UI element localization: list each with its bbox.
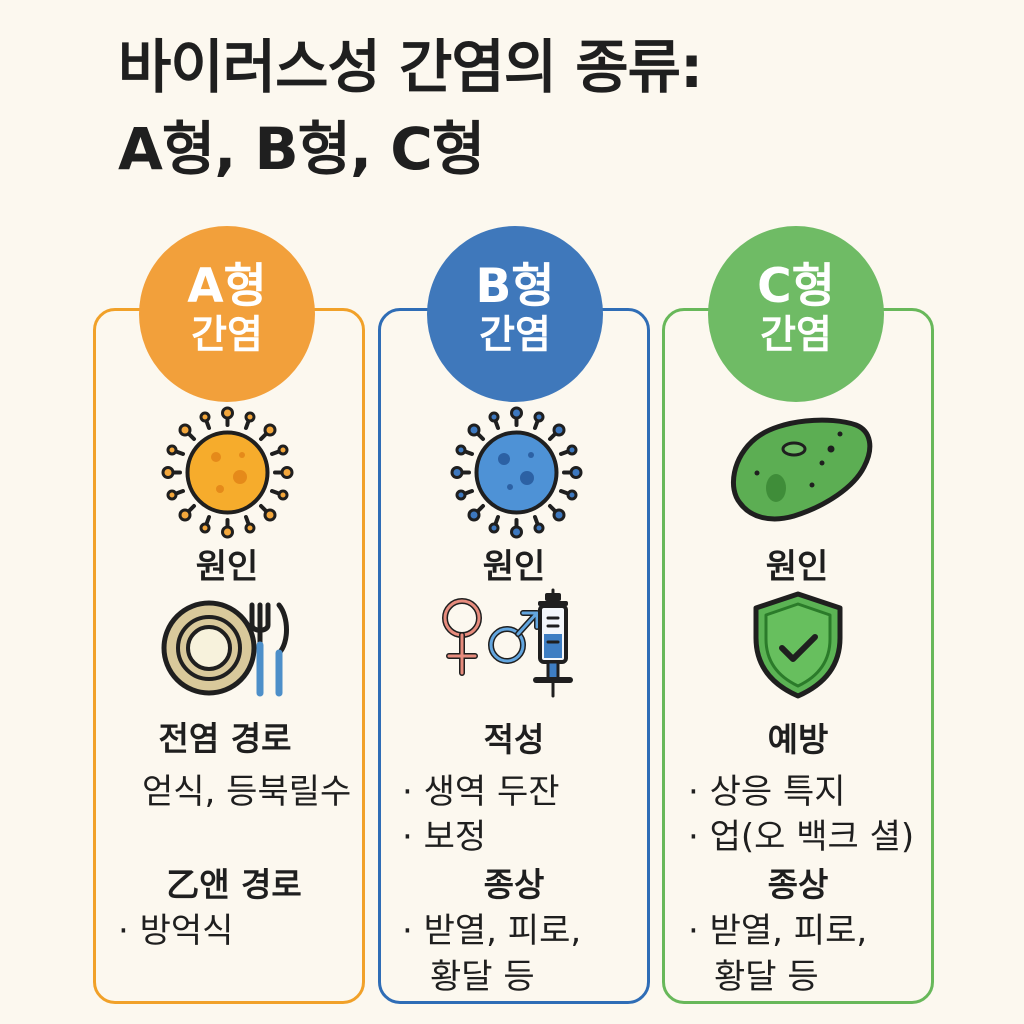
hepatitis-c-symptom-item-2: 황달 등 [714, 957, 819, 997]
germ-icon [731, 417, 873, 522]
bullet-mark: · [688, 817, 699, 857]
hepatitis-c-section-item-1-text: 상응 특지 [709, 772, 846, 812]
hepatitis-b-section-item-1: · 생역 두잔 [402, 764, 560, 813]
hepatitis-c-section-item-2-text: 업(오 백크 셜) [709, 817, 915, 857]
hepatitis-c-symptom-item-1: · 받열, 피로, [688, 903, 867, 952]
hepatitis-a-section-item-2-text: 방억식 [139, 911, 234, 951]
hepatitis-c-symptom-item-1-text: 받열, 피로, [709, 911, 868, 951]
hepatitis-c-section-title-2: 종상 [767, 865, 829, 904]
hepatitis-b-cause-label: 원인 [482, 547, 546, 587]
hepatitis-a-badge-line-2: 간염 [191, 313, 263, 358]
virus-icon [161, 406, 294, 539]
hepatitis-a-section-title-1: 전염 경로 [158, 719, 292, 758]
hepatitis-a-badge: A형 간염 [139, 226, 315, 402]
hepatitis-b-badge: B형 간염 [427, 226, 603, 402]
bullet-mark: · [118, 911, 129, 951]
shield-check-icon [753, 591, 843, 699]
hepatitis-c-section-item-1: · 상응 특지 [688, 764, 846, 813]
hepatitis-b-symptom-item-1: · 받열, 피로, [402, 903, 581, 952]
hepatitis-b-section-item-1-text: 생역 두잔 [423, 772, 560, 812]
hepatitis-b-symptom-item-2: 황달 등 [430, 957, 535, 997]
hepatitis-c-section-item-2: · 업(오 백크 셜) [688, 809, 914, 858]
hepatitis-b-section-item-2-text: 보정 [423, 817, 487, 857]
hepatitis-b-badge-line-2: 간염 [479, 313, 551, 358]
hepatitis-c-badge-line-1: C형 [757, 259, 835, 314]
hepatitis-c-badge-line-2: 간염 [760, 313, 832, 358]
hepatitis-a-badge-line-1: A형 [187, 259, 267, 314]
bullet-mark: · [402, 911, 413, 951]
bullet-mark: · [688, 911, 699, 951]
hepatitis-a-section-item-2: · 방억식 [118, 903, 233, 952]
hepatitis-c-badge: C형 간염 [708, 226, 884, 402]
hepatitis-b-symptom-item-1-text: 받열, 피로, [423, 911, 582, 951]
gender-syringe-icon [442, 588, 573, 698]
hepatitis-c-cause-label: 원인 [765, 547, 829, 587]
hepatitis-b-badge-line-1: B형 [475, 259, 555, 314]
page-title-line-1: 바이러스성 간염의 종류: [118, 33, 703, 101]
hepatitis-a-cause-label: 원인 [195, 547, 259, 587]
virus-icon [450, 406, 583, 539]
hepatitis-a-section-title-2: 乙앤 경로 [166, 865, 302, 904]
plate-fork-icon [161, 600, 289, 697]
hepatitis-a-section-item-1: 얻식, 등북릴수 [142, 772, 352, 812]
hepatitis-b-section-item-2: · 보정 [402, 809, 486, 858]
page-title-line-2: A형, B형, C형 [118, 115, 485, 183]
bullet-mark: · [688, 772, 699, 812]
bullet-mark: · [402, 817, 413, 857]
hepatitis-c-section-title-1: 예방 [767, 720, 829, 759]
hepatitis-b-section-title-1: 적성 [483, 720, 545, 759]
bullet-mark: · [402, 772, 413, 812]
hepatitis-b-section-title-2: 종상 [483, 865, 545, 904]
